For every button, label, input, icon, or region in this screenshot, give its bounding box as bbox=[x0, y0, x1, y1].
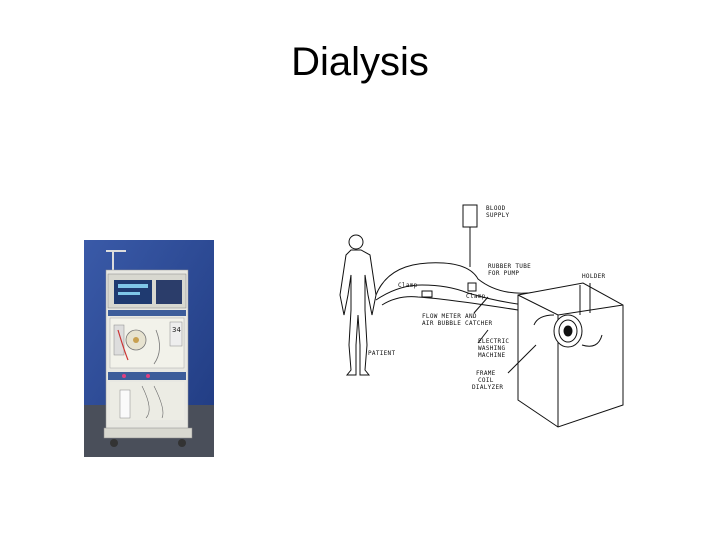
label-blood-supply: BLOOD bbox=[486, 205, 506, 212]
label-blood-supply: SUPPLY bbox=[486, 212, 510, 219]
label-frame-coil-dialyzer: COIL bbox=[478, 377, 494, 384]
label-flow-meter: FLOW METER AND bbox=[422, 313, 477, 320]
label-frame-coil-dialyzer: DIALYZER bbox=[472, 384, 503, 391]
label-patient: PATIENT bbox=[368, 350, 395, 357]
label-clamp-right: Clamp bbox=[466, 293, 486, 300]
dialysis-machine-photo: 34 bbox=[84, 240, 214, 457]
label-clamp-left: Clamp bbox=[398, 282, 418, 289]
dialysis-diagram: BLOOD SUPPLY RUBBER TUBE FOR PUMP HOLDER… bbox=[339, 204, 624, 428]
panel-number: 34 bbox=[172, 326, 181, 334]
label-frame-coil-dialyzer: FRAME bbox=[476, 370, 496, 377]
label-flow-meter: AIR BUBBLE CATCHER bbox=[422, 320, 493, 327]
patient-figure bbox=[339, 234, 377, 376]
label-washing-machine: WASHING bbox=[478, 345, 505, 352]
label-rubber-tube: FOR PUMP bbox=[488, 270, 519, 277]
label-holder: HOLDER bbox=[582, 273, 606, 280]
label-washing-machine: ELECTRIC bbox=[478, 338, 509, 345]
slide-title: Dialysis bbox=[291, 40, 429, 84]
label-rubber-tube: RUBBER TUBE bbox=[488, 263, 531, 270]
label-washing-machine: MACHINE bbox=[478, 352, 505, 359]
